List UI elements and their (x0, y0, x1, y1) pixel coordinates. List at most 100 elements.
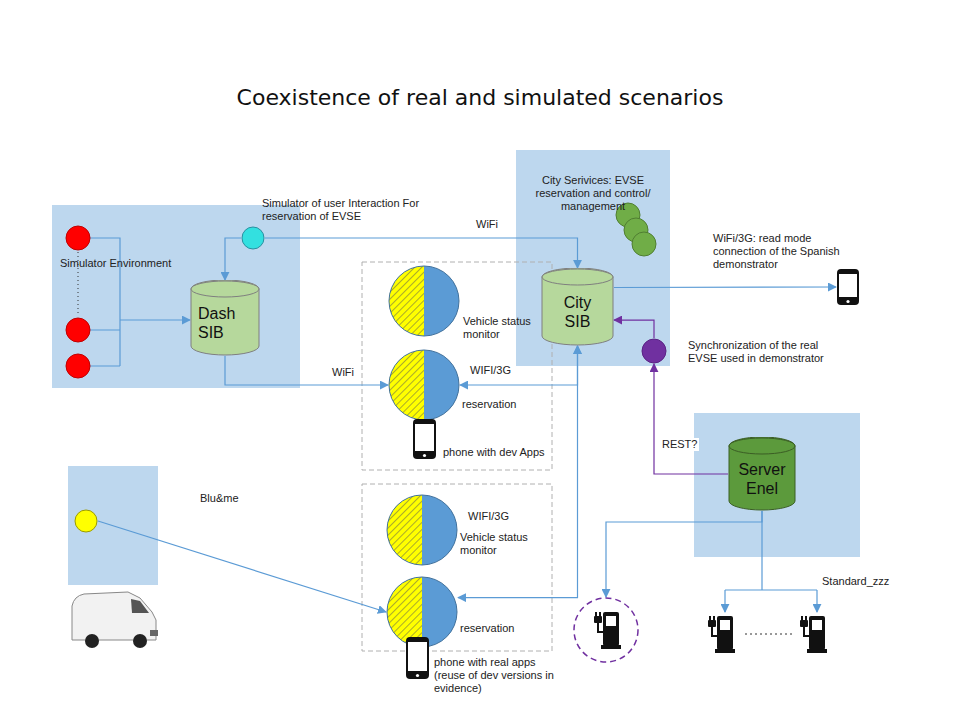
node-label: Simulator of user Interaction For reserv… (262, 197, 432, 223)
shape-outline (241, 226, 265, 250)
circle-shape (642, 339, 666, 363)
node-label: WiFi/3G: read mode connection of the Spa… (713, 232, 841, 271)
connector-arrow (654, 364, 728, 474)
panel-heading: City Serivices: EVSE reservation and con… (522, 174, 664, 213)
phone-button (846, 300, 849, 303)
half-fill (387, 495, 422, 565)
shape-outline (388, 265, 460, 337)
shape-outline (386, 494, 458, 566)
shape-outline (74, 509, 98, 533)
app-module-circle: Vehicle status monitor (386, 494, 458, 566)
connector-arrow (614, 320, 654, 338)
cylinder-body (542, 268, 613, 345)
circle-outline (387, 495, 457, 565)
app-module-circle: reservation (388, 349, 460, 421)
charger-icon (800, 616, 827, 653)
phone-screen (415, 424, 434, 451)
cylinder-top (191, 281, 259, 297)
cylinder-top (542, 269, 613, 285)
note-label: Standard_zzz (822, 575, 889, 588)
phone-button (423, 454, 426, 457)
half-hatch (387, 495, 422, 565)
van-wheel (133, 634, 147, 648)
circle-shape (242, 227, 264, 249)
phone-body (413, 419, 436, 459)
app-module-circle: Vehicle status monitor (388, 265, 460, 337)
wire (816, 590, 817, 612)
group-panel: City SIB City Serivices: EVSE reservation… (516, 150, 670, 366)
cylinder-body (191, 280, 259, 355)
wire (606, 511, 762, 597)
phone-button (416, 674, 419, 677)
van-wheel (85, 634, 99, 648)
shape-outline (836, 268, 860, 306)
circle-outline (387, 577, 457, 647)
group-outline (362, 262, 552, 470)
status-circle: Blu&me (74, 509, 98, 533)
half-fill (422, 495, 457, 565)
van-bumper (150, 630, 158, 636)
node-label: City SIB (551, 293, 605, 331)
half-hatch (389, 350, 424, 420)
database-cylinder: Server Enel (728, 437, 796, 511)
node-label: Blu&me (200, 492, 280, 505)
wire (724, 590, 725, 612)
half-fill (389, 266, 424, 336)
van-window (131, 599, 149, 613)
phone-icon: phone with real apps (reuse of dev versi… (405, 636, 430, 680)
phone-body (837, 269, 859, 305)
edge-label: WiFi (330, 366, 356, 379)
highlight-circle (574, 598, 638, 662)
half-fill (424, 350, 459, 420)
vehicle-dot (66, 226, 90, 250)
database-cylinder: Dash SIB (190, 280, 260, 356)
half-fill (422, 577, 457, 647)
circle-outline (389, 266, 459, 336)
shape-outline (405, 636, 430, 680)
half-hatch (389, 266, 424, 336)
edge-label: WIFI/3G (468, 364, 513, 377)
note-label: WIFI/3G (468, 510, 509, 523)
node-label: Vehicle status monitor (460, 531, 540, 557)
connector-arrow (225, 356, 388, 385)
shape-outline (388, 349, 460, 421)
node-label: Server Enel (735, 460, 789, 498)
node-label: reservation (460, 622, 540, 635)
diagram-title: Coexistence of real and simulated scenar… (0, 84, 960, 112)
vehicle-dot (66, 354, 90, 378)
half-fill (387, 577, 422, 647)
half-fill (424, 266, 459, 336)
cylinder-body (729, 437, 795, 510)
node-label: phone with dev Apps (443, 446, 547, 459)
node-label: reservation (462, 398, 542, 411)
connector-arrow (614, 286, 836, 288)
vehicle-dot (66, 318, 90, 342)
half-fill (389, 350, 424, 420)
panel-fill (516, 150, 670, 366)
phone-icon: phone with dev Apps (412, 418, 437, 460)
node-label: Dash SIB (198, 304, 252, 342)
wire (120, 319, 190, 320)
phone-screen (408, 642, 427, 671)
wire (761, 511, 762, 590)
phone-icon: WiFi/3G: read mode connection of the Spa… (836, 268, 860, 306)
charger-icon (594, 612, 621, 649)
van-body (72, 592, 156, 640)
node-label: Vehicle status monitor (463, 315, 543, 341)
panel-fill (694, 413, 860, 557)
connector-arrow (458, 346, 578, 598)
phone-screen (839, 274, 857, 297)
circle-shape (75, 510, 97, 532)
phone-body (406, 637, 429, 679)
panel-fill (52, 205, 300, 388)
wire (725, 589, 817, 590)
node-label: phone with real apps (reuse of dev versi… (434, 656, 566, 695)
panel-heading: Simulator Environment (60, 257, 230, 270)
charger-icon (708, 616, 735, 653)
half-hatch (387, 577, 422, 647)
connector-arrow (225, 238, 241, 280)
connector-arrow (460, 346, 578, 385)
status-circle: Simulator of user Interaction For reserv… (241, 226, 265, 250)
